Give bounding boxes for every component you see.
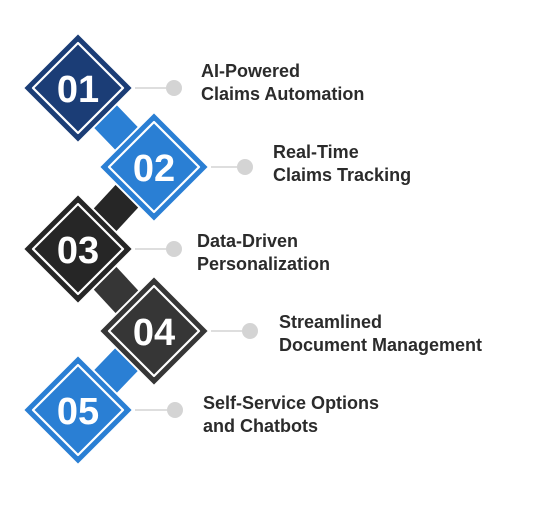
step-02-label-line2: Claims Tracking [273, 165, 412, 185]
step-03-diamond-shape [22, 193, 134, 305]
label-guides [135, 80, 258, 418]
step-01-guide-dot [166, 80, 182, 96]
step-04-label-line1: Streamlined [279, 312, 383, 332]
step-05-number: 05 [57, 391, 99, 433]
step-02-diamond: 02 [98, 111, 210, 223]
step-02-label: Real-Time Claims Tracking [273, 141, 411, 187]
step-01-diamond-outline [31, 41, 125, 135]
step-05-diamond: 05 [22, 354, 134, 466]
step-04-guide-dot [242, 323, 258, 339]
step-diamonds: 01 02 03 04 05 [22, 32, 210, 466]
step-03-label-line1: Data-Driven [197, 231, 299, 251]
step-01-diamond: 01 [22, 32, 134, 144]
step-02-label-line1: Real-Time [273, 142, 359, 162]
step-03-label-line2: Personalization [197, 254, 331, 274]
step-02-guide-dot [237, 159, 253, 175]
step-04-label-line2: Document Management [279, 335, 483, 355]
step-03-label: Data-Driven Personalization [197, 230, 330, 276]
step-05-label-line2: and Chatbots [203, 416, 318, 436]
step-03-guide-dot [166, 241, 182, 257]
step-01-diamond-shape [22, 32, 134, 144]
step-05-guide-dot [167, 402, 183, 418]
step-03-number: 03 [57, 230, 99, 272]
step-05-diamond-outline [31, 363, 125, 457]
step-03-diamond-outline [31, 202, 125, 296]
step-05-diamond-shape [22, 354, 134, 466]
step-01-number: 01 [57, 69, 99, 111]
step-01-label-line1: AI-Powered [201, 61, 301, 81]
step-02-diamond-shape [98, 111, 210, 223]
step-04-diamond: 04 [98, 275, 210, 387]
step-05-label-line1: Self-Service Options [203, 393, 380, 413]
step-04-diamond-shape [98, 275, 210, 387]
step-04-label: Streamlined Document Management [279, 311, 482, 357]
step-05-label: Self-Service Options and Chatbots [203, 392, 379, 438]
step-01-label-line2: Claims Automation [201, 84, 365, 104]
step-01-label: AI-Powered Claims Automation [201, 60, 364, 106]
step-04-number: 04 [133, 312, 175, 354]
step-02-number: 02 [133, 148, 175, 190]
step-02-diamond-outline [107, 120, 201, 214]
step-04-diamond-outline [107, 284, 201, 378]
step-03-diamond: 03 [22, 193, 134, 305]
